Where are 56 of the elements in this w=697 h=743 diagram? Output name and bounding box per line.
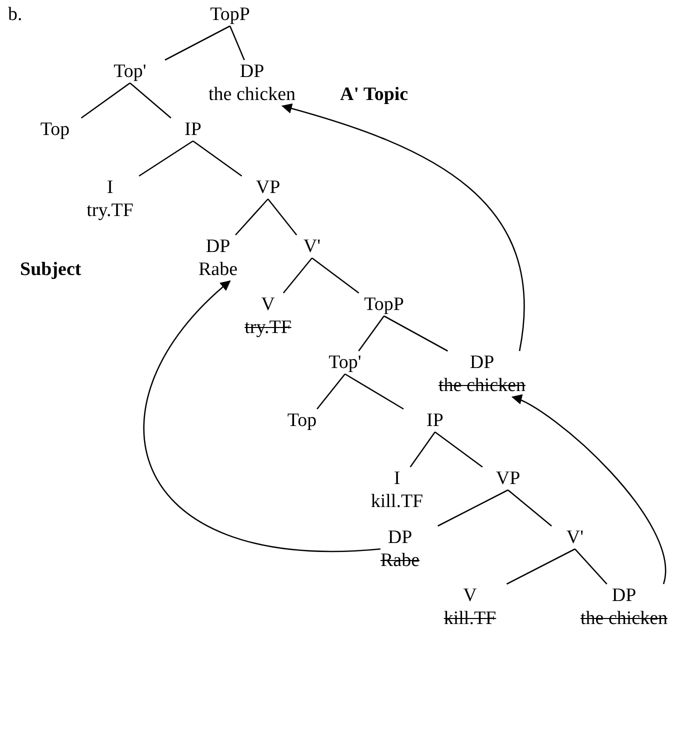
tree-branch <box>358 316 385 352</box>
word-label: kill.TF <box>370 490 424 513</box>
example-label: b. <box>8 3 22 26</box>
tree-branch <box>130 82 172 118</box>
category-label: DP <box>204 235 232 258</box>
tree-branch <box>508 490 552 526</box>
movement-arrow <box>281 104 525 352</box>
category-label: DP <box>468 351 496 374</box>
category-label: V <box>462 584 478 607</box>
category-label: TopP <box>364 293 404 316</box>
tree-branch <box>80 82 130 119</box>
tree-branch <box>235 198 268 236</box>
category-label: V <box>260 293 276 316</box>
tree-branch <box>506 548 576 585</box>
tree-branch <box>344 373 404 410</box>
category-label: VP <box>496 467 520 490</box>
trace-word: kill.TF <box>444 607 496 630</box>
tree-branch <box>438 489 508 527</box>
category-label: V' <box>566 526 584 549</box>
category-label: DP <box>238 60 266 83</box>
category-label: IP <box>426 409 444 432</box>
tree-branch <box>574 548 608 584</box>
trace-word: the chicken <box>438 374 526 397</box>
category-label: DP <box>386 526 414 549</box>
tree-branch <box>384 315 448 352</box>
tree-branch <box>268 198 298 236</box>
category-label: I <box>392 467 402 490</box>
category-label: Top <box>40 118 70 141</box>
tree-branch <box>434 431 483 468</box>
category-label: DP <box>610 584 638 607</box>
trace-word: try.TF <box>244 316 292 339</box>
category-label: TopP <box>210 3 250 26</box>
tree-branch <box>316 374 346 410</box>
category-label: V' <box>303 235 321 258</box>
tree-branch <box>138 140 194 177</box>
tree-branch <box>192 140 242 177</box>
trace-word: the chicken <box>580 607 668 630</box>
tree-branch <box>282 258 312 294</box>
category-label: Top <box>287 409 317 432</box>
word-label: try.TF <box>86 199 134 222</box>
tree-branch <box>410 432 436 468</box>
category-label: I <box>106 176 114 199</box>
word-label: the chicken <box>208 83 296 106</box>
tree-branch <box>312 257 360 294</box>
word-label: Rabe <box>198 258 238 281</box>
annotation-label: Subject <box>20 258 82 281</box>
tree-branch <box>229 26 245 60</box>
category-label: VP <box>256 176 280 199</box>
trace-word: Rabe <box>380 549 420 572</box>
category-label: IP <box>184 118 202 141</box>
movement-arrow <box>144 280 380 552</box>
tree-branch <box>164 25 230 61</box>
category-label: Top' <box>328 351 362 374</box>
movement-arrow <box>512 396 666 584</box>
annotation-label: A' Topic <box>340 83 408 106</box>
category-label: Top' <box>114 60 146 83</box>
